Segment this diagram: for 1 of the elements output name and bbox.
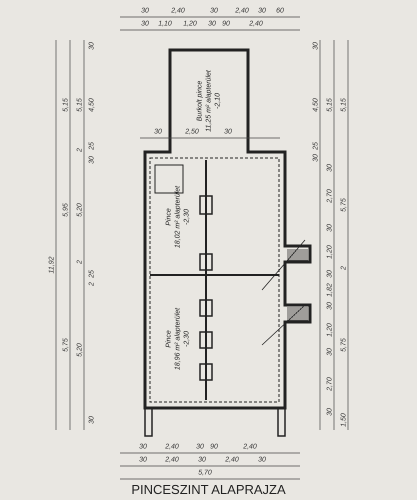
plan-title: PINCESZINT ALAPRAJZA xyxy=(130,482,287,497)
